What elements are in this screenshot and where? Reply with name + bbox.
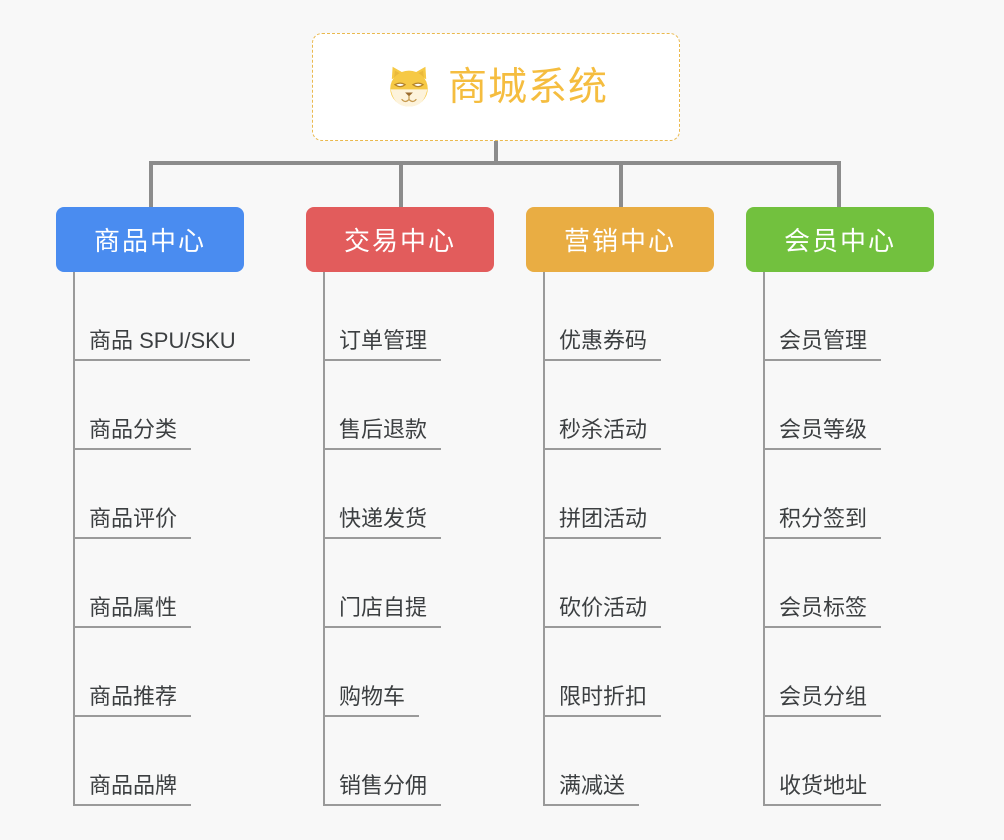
leaf-label: 商品 SPU/SKU (75, 329, 250, 361)
list-item[interactable]: 售后退款 (325, 361, 494, 450)
leaf-label: 商品品牌 (75, 774, 192, 806)
list-item[interactable]: 会员标签 (765, 539, 934, 628)
leaf-label: 优惠券码 (545, 329, 662, 361)
list-item[interactable]: 限时折扣 (545, 628, 714, 717)
list-item[interactable]: 快递发货 (325, 450, 494, 539)
list-item[interactable]: 门店自提 (325, 539, 494, 628)
leaf-label: 会员管理 (765, 329, 882, 361)
leaf-label: 订单管理 (325, 329, 442, 361)
leaf-list-trade-center: 订单管理 售后退款 快递发货 门店自提 购物车 销售分佣 (323, 272, 494, 806)
list-item[interactable]: 订单管理 (325, 272, 494, 361)
list-item[interactable]: 商品 SPU/SKU (75, 272, 250, 361)
list-item[interactable]: 收货地址 (765, 717, 934, 806)
leaf-label: 快递发货 (325, 507, 442, 539)
leaf-label: 售后退款 (325, 418, 442, 450)
shiba-dog-face-icon (384, 62, 434, 112)
list-item[interactable]: 商品分类 (75, 361, 244, 450)
category-header-trade-center[interactable]: 交易中心 (306, 207, 494, 272)
category-label: 交易中心 (343, 226, 456, 256)
branch-member-center: 会员中心 会员管理 会员等级 积分签到 会员标签 会员分组 收货地址 (746, 207, 934, 806)
root-node[interactable]: 商城系统 (312, 33, 680, 141)
category-header-member-center[interactable]: 会员中心 (746, 207, 934, 272)
leaf-label: 商品推荐 (75, 685, 192, 717)
list-item[interactable]: 会员管理 (765, 272, 934, 361)
leaf-label: 会员标签 (765, 596, 882, 628)
leaf-label: 满减送 (545, 774, 640, 806)
leaf-label: 门店自提 (325, 596, 442, 628)
leaf-list-product-center: 商品 SPU/SKU 商品分类 商品评价 商品属性 商品推荐 商品品牌 (73, 272, 250, 806)
connector-drop-member-center (837, 161, 841, 209)
leaf-list-member-center: 会员管理 会员等级 积分签到 会员标签 会员分组 收货地址 (763, 272, 934, 806)
connector-drop-marketing-center (619, 161, 623, 209)
branch-product-center: 商品中心 商品 SPU/SKU 商品分类 商品评价 商品属性 商品推荐 商品品牌 (56, 207, 250, 806)
leaf-label: 会员分组 (765, 685, 882, 717)
list-item[interactable]: 优惠券码 (545, 272, 714, 361)
list-item[interactable]: 购物车 (325, 628, 494, 717)
leaf-label: 拼团活动 (545, 507, 662, 539)
leaf-label: 收货地址 (765, 774, 882, 806)
list-item[interactable]: 销售分佣 (325, 717, 494, 806)
leaf-label: 销售分佣 (325, 774, 442, 806)
list-item[interactable]: 积分签到 (765, 450, 934, 539)
branch-trade-center: 交易中心 订单管理 售后退款 快递发货 门店自提 购物车 销售分佣 (306, 207, 494, 806)
list-item[interactable]: 会员分组 (765, 628, 934, 717)
category-label: 营销中心 (563, 226, 676, 256)
leaf-label: 商品评价 (75, 507, 192, 539)
list-item[interactable]: 会员等级 (765, 361, 934, 450)
leaf-label: 商品分类 (75, 418, 192, 450)
connector-drop-product-center (149, 161, 153, 209)
connector-horizontal-bus (149, 161, 841, 165)
list-item[interactable]: 商品品牌 (75, 717, 244, 806)
category-label: 商品中心 (93, 226, 206, 256)
connector-drop-trade-center (399, 161, 403, 209)
category-label: 会员中心 (783, 226, 896, 256)
connector-root-stem (494, 141, 498, 164)
list-item[interactable]: 商品评价 (75, 450, 244, 539)
leaf-label: 商品属性 (75, 596, 192, 628)
list-item[interactable]: 满减送 (545, 717, 714, 806)
root-title: 商城系统 (447, 65, 608, 109)
list-item[interactable]: 商品属性 (75, 539, 244, 628)
leaf-label: 会员等级 (765, 418, 882, 450)
list-item[interactable]: 拼团活动 (545, 450, 714, 539)
list-item[interactable]: 秒杀活动 (545, 361, 714, 450)
leaf-list-marketing-center: 优惠券码 秒杀活动 拼团活动 砍价活动 限时折扣 满减送 (543, 272, 714, 806)
list-item[interactable]: 商品推荐 (75, 628, 244, 717)
branch-marketing-center: 营销中心 优惠券码 秒杀活动 拼团活动 砍价活动 限时折扣 满减送 (526, 207, 714, 806)
leaf-label: 限时折扣 (545, 685, 662, 717)
category-header-product-center[interactable]: 商品中心 (56, 207, 244, 272)
leaf-label: 砍价活动 (545, 596, 662, 628)
leaf-label: 购物车 (325, 685, 420, 717)
leaf-label: 积分签到 (765, 507, 882, 539)
list-item[interactable]: 砍价活动 (545, 539, 714, 628)
leaf-label: 秒杀活动 (545, 418, 662, 450)
category-header-marketing-center[interactable]: 营销中心 (526, 207, 714, 272)
